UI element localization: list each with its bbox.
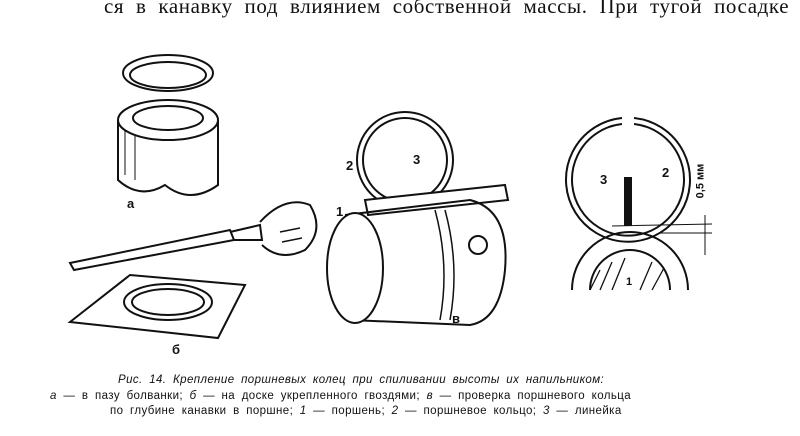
caption-key-v: в — [426, 390, 433, 402]
caption-text-v: — проверка поршневого кольца — [432, 390, 632, 402]
figure-b-board-ring-file — [67, 201, 318, 340]
figure-a-block-with-ring — [117, 54, 219, 196]
caption-text-1: — поршень; — [306, 405, 392, 417]
caption-key-1: 1 — [299, 405, 307, 417]
caption-key-2: 2 — [391, 405, 399, 417]
label-figure-v: в — [452, 311, 460, 326]
caption-text-3: — линейка — [549, 405, 622, 417]
body-text-line: ся в канавку под влиянием собственной ма… — [104, 0, 790, 18]
label-detail-piston-1: 1 — [626, 276, 633, 288]
label-gap-dimension: 0,5 мм — [694, 163, 707, 199]
caption-line-2: а — в пазу болванки; б — на доске укрепл… — [50, 390, 631, 402]
caption-line-3: по глубине канавки в поршне; 1 — поршень… — [110, 405, 622, 417]
caption-text-2: — поршневое кольцо; — [398, 405, 543, 417]
label-piston-1: 1 — [336, 204, 344, 219]
caption-title: Рис. 14. Крепление поршневых колец при с… — [118, 374, 605, 386]
caption-key-a: а — [50, 390, 57, 402]
label-ruler-3: 3 — [413, 152, 421, 167]
label-figure-b: б — [172, 342, 181, 357]
caption-text-b: — на доске укрепленного гвоздями; — [196, 390, 427, 402]
figure-v-piston-ring-ruler — [326, 111, 510, 327]
label-detail-ruler-3: 3 — [600, 172, 608, 187]
caption-text-line3: по глубине канавки в поршне; — [110, 405, 300, 417]
label-detail-ring-2: 2 — [662, 165, 670, 180]
figure-v-detail-ring-gap — [565, 117, 713, 291]
caption-key-3: 3 — [542, 405, 550, 417]
label-ring-2: 2 — [346, 158, 354, 173]
caption-key-b: б — [189, 390, 197, 402]
label-figure-a: а — [127, 196, 135, 211]
caption-text-a: — в пазу болванки; — [56, 390, 190, 402]
